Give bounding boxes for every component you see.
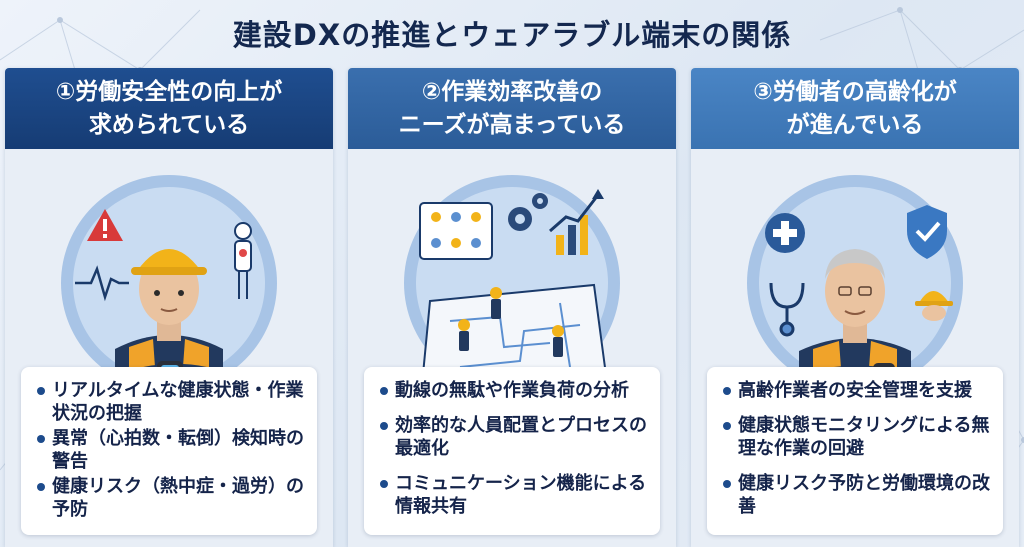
body-pain-icon: [234, 222, 252, 299]
bullet-item: 高齢作業者の安全管理を支援: [723, 379, 993, 402]
bullet-item: コミュニケーション機能による情報共有: [380, 472, 650, 518]
bullet-item: 効率的な人員配置とプロセスの最適化: [380, 414, 650, 460]
header-line-2: ニーズが高まっている: [398, 111, 626, 138]
bullet-card: リアルタイムな健康状態・作業状況の把握 異常（心拍数・転倒）検知時の警告 健康リ…: [21, 367, 317, 535]
site-flow-illustration: [404, 175, 620, 391]
bullet-item: リアルタイムな健康状態・作業状況の把握: [37, 379, 307, 425]
helmet-icon: [915, 291, 953, 321]
gear-icon: [508, 193, 548, 231]
header-line-2: 求められている: [88, 111, 250, 138]
header-line-1: ②作業効率改善の: [421, 78, 603, 105]
elderly-worker-illustration: [747, 175, 963, 395]
column-work-efficiency: ②作業効率改善の ニーズが高まっている: [348, 68, 676, 547]
bullet-item: 異常（心拍数・転倒）検知時の警告: [37, 427, 307, 473]
stethoscope-icon: [769, 282, 805, 337]
bullet-item: 健康リスク予防と労働環境の改善: [723, 472, 993, 518]
bullet-card: 動線の無駄や作業負荷の分析 効率的な人員配置とプロセスの最適化 コミュニケーショ…: [364, 367, 660, 535]
bullet-item: 健康リスク（熱中症・過労）の予防: [37, 475, 307, 521]
column-aging-workforce: ③労働者の高齢化が が進んでいる: [691, 68, 1019, 547]
warning-icon: [87, 209, 123, 241]
column-header: ②作業効率改善の ニーズが高まっている: [348, 68, 676, 149]
heartbeat-icon: [75, 265, 129, 302]
header-line-2: が進んでいる: [786, 111, 924, 138]
column-labor-safety: ①労働安全性の向上が 求められている: [5, 68, 333, 547]
chart-icon: [549, 189, 604, 255]
bullet-item: 動線の無駄や作業負荷の分析: [380, 379, 650, 402]
shield-check-icon: [907, 205, 947, 259]
header-line-1: ③労働者の高齢化が: [753, 78, 957, 105]
column-header: ①労働安全性の向上が 求められている: [5, 68, 333, 149]
people-board-icon: [419, 202, 493, 260]
page-title: 建設DXの推進とウェアラブル端末の関係: [232, 18, 792, 52]
header-line-1: ①労働安全性の向上が: [55, 78, 283, 105]
column-header: ③労働者の高齢化が が進んでいる: [691, 68, 1019, 149]
worker-wearable-illustration: [61, 175, 277, 395]
medical-cross-icon: [765, 213, 805, 253]
bullet-item: 健康状態モニタリングによる無理な作業の回避: [723, 414, 993, 460]
bullet-card: 高齢作業者の安全管理を支援 健康状態モニタリングによる無理な作業の回避 健康リス…: [707, 367, 1003, 535]
